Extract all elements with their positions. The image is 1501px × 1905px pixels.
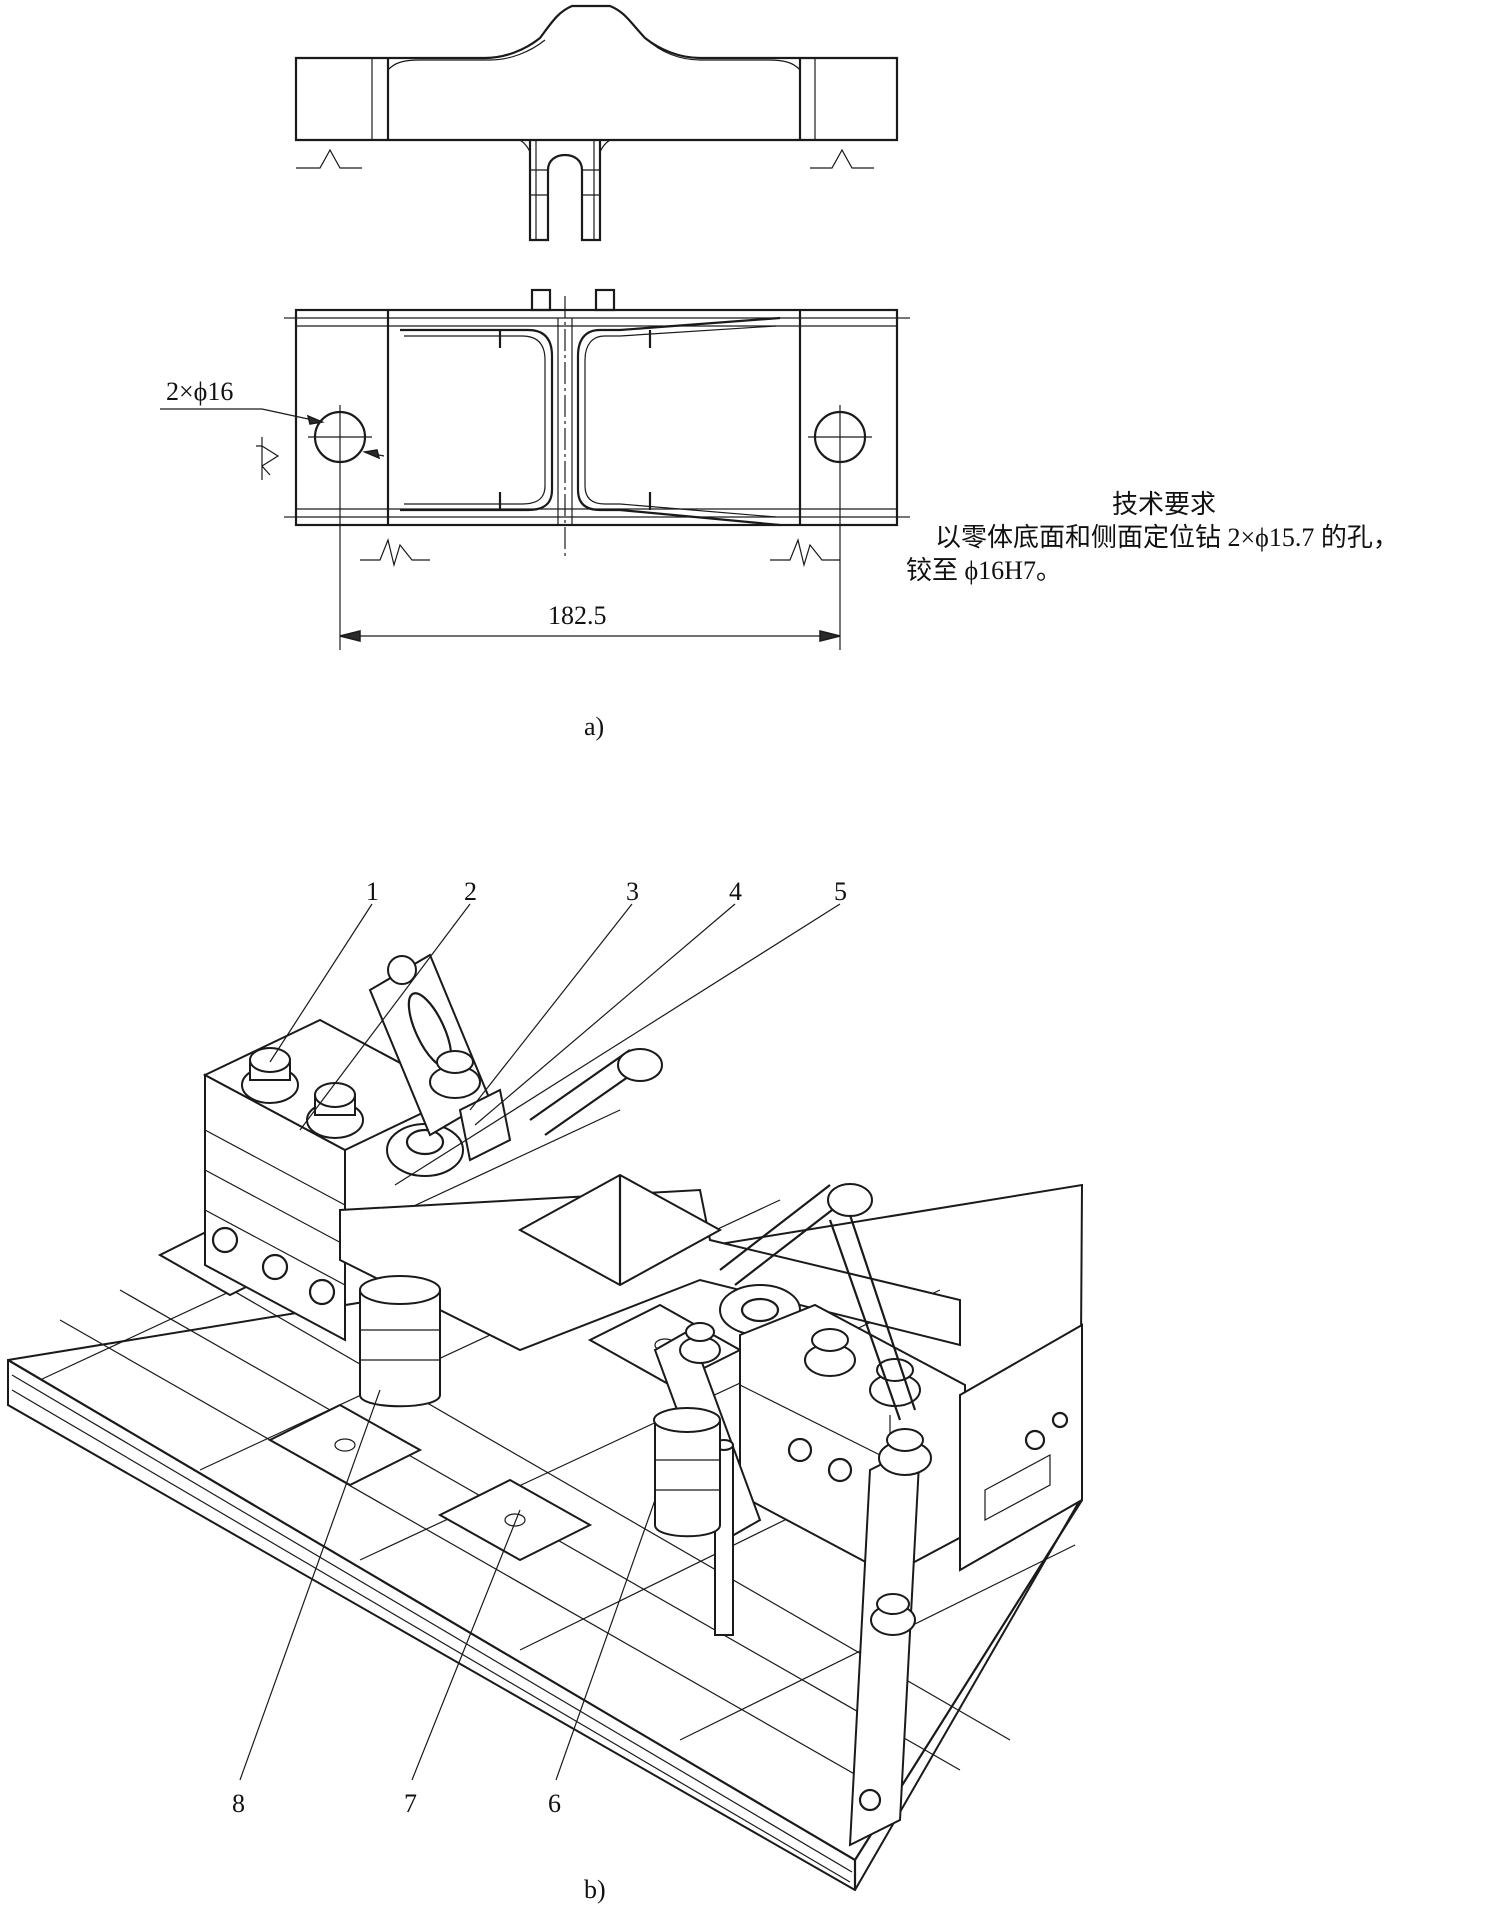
callout-2: 2 xyxy=(464,877,477,906)
callout-5: 5 xyxy=(834,877,847,906)
callout-3: 3 xyxy=(626,877,639,906)
fixture-isometric-view xyxy=(7,953,1084,1892)
requirements-title: 技术要求 xyxy=(1112,490,1217,519)
requirements-line-2: 铰至 ϕ16H7。 xyxy=(906,556,1062,585)
callout-1: 1 xyxy=(366,877,379,906)
figure-a-caption: a) xyxy=(584,712,604,741)
callout-4: 4 xyxy=(729,877,742,906)
callout-leaders xyxy=(239,903,841,1781)
figure-b-caption: b) xyxy=(584,1875,606,1904)
callout-8: 8 xyxy=(232,1789,245,1818)
requirements-line-1: 以零体底面和侧面定位钻 2×ϕ15.7 的孔， xyxy=(935,523,1399,552)
callout-6: 6 xyxy=(548,1789,561,1818)
part-plan-view xyxy=(160,288,910,650)
callout-7: 7 xyxy=(404,1789,417,1818)
part-elevation-view xyxy=(294,4,899,242)
hole-spec-label: 2×ϕ16 xyxy=(166,377,233,406)
dimension-label: 182.5 xyxy=(548,601,607,630)
